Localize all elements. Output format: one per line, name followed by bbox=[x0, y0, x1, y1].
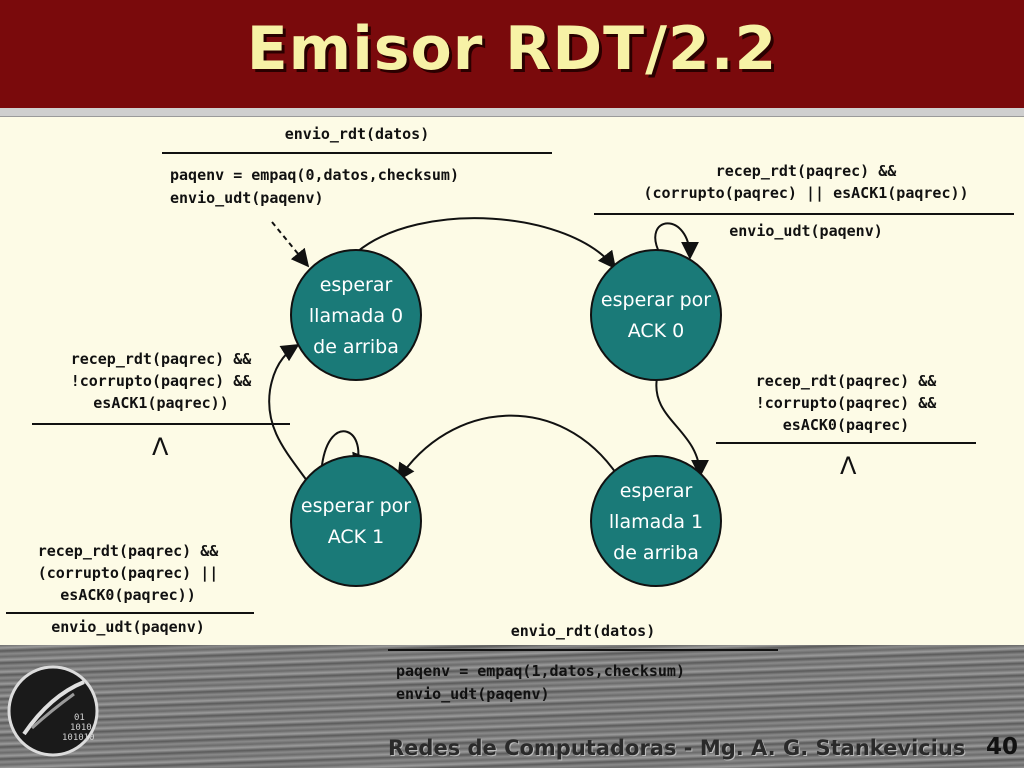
t-s2-self-action: envio_udt(paqenv) bbox=[51, 618, 205, 636]
state-s3-label: esperar llamada 1 de arriba bbox=[591, 476, 721, 569]
t-bottom-action: envio_udt(paqenv) bbox=[396, 685, 550, 703]
t-s2-self-divider bbox=[6, 612, 254, 614]
lambda-icon: Λ bbox=[152, 433, 169, 461]
t-s1-self-divider bbox=[594, 213, 1014, 215]
transition-s1-to-s3 bbox=[655, 377, 709, 478]
t-s1-self-event: recep_rdt(paqrec) && bbox=[715, 162, 897, 180]
t-s2-self-event: recep_rdt(paqrec) && bbox=[37, 542, 219, 560]
lambda-icon: Λ bbox=[840, 452, 857, 480]
state-s0-line: llamada 0 bbox=[308, 305, 404, 327]
t-s1-s3-event: !corrupto(paqrec) && bbox=[755, 394, 937, 412]
state-s2-label: esperar por ACK 1 bbox=[286, 491, 426, 553]
state-s3-line: llamada 1 bbox=[608, 511, 704, 533]
t-s1-self-event: (corrupto(paqrec) || esACK1(paqrec)) bbox=[643, 184, 969, 202]
svg-text:101010: 101010 bbox=[62, 733, 95, 743]
diagram-area bbox=[0, 117, 1024, 657]
t-s2-self-event: esACK0(paqrec)) bbox=[60, 586, 196, 604]
state-s1-label: esperar por ACK 0 bbox=[586, 285, 726, 347]
svg-text:01: 01 bbox=[74, 713, 85, 723]
state-s1 bbox=[590, 249, 722, 381]
university-logo-icon: 01 1010 101010 bbox=[7, 665, 99, 757]
slide-number: 40 bbox=[986, 734, 1019, 760]
t-top-action: envio_udt(paqenv) bbox=[170, 189, 324, 207]
t-top-divider bbox=[162, 152, 552, 154]
t-s2-s0-divider bbox=[32, 423, 290, 425]
t-s2-s0-event: esACK1(paqrec)) bbox=[93, 394, 229, 412]
state-s3-line: esperar bbox=[619, 480, 693, 502]
state-s0-line: esperar bbox=[319, 274, 393, 296]
t-top-action: paqenv = empaq(0,datos,checksum) bbox=[170, 166, 459, 184]
state-s0-label: esperar llamada 0 de arriba bbox=[291, 270, 421, 363]
slide-header bbox=[0, 0, 1024, 108]
transition-s0-to-s1 bbox=[356, 217, 617, 270]
t-s1-s3-event: esACK0(paqrec) bbox=[782, 416, 910, 434]
slide-footer bbox=[0, 645, 1024, 768]
transition-s1-self-loop bbox=[654, 222, 699, 260]
t-bottom-action: paqenv = empaq(1,datos,checksum) bbox=[396, 662, 685, 680]
state-s0 bbox=[290, 249, 422, 381]
state-s1-line: esperar por bbox=[600, 289, 712, 311]
header-divider bbox=[0, 108, 1024, 117]
svg-text:1010: 1010 bbox=[70, 723, 92, 733]
t-top-event: envio_rdt(datos) bbox=[284, 125, 430, 143]
state-s1-line: ACK 0 bbox=[627, 320, 685, 342]
state-s3-line: de arriba bbox=[613, 542, 699, 564]
t-s1-s3-divider bbox=[716, 442, 976, 444]
state-s2-line: ACK 1 bbox=[327, 526, 385, 548]
footer-credit: Redes de Computadoras - Mg. A. G. Stanke… bbox=[388, 736, 966, 760]
state-s3 bbox=[590, 455, 722, 587]
transition-s3-to-s2 bbox=[397, 414, 619, 482]
initial-arrow bbox=[271, 221, 310, 268]
t-s2-s0-event: recep_rdt(paqrec) && bbox=[70, 350, 252, 368]
state-s2-line: esperar por bbox=[300, 495, 412, 517]
t-s2-self-event: (corrupto(paqrec) || bbox=[37, 564, 219, 582]
slide-title: Emisor RDT/2.2 bbox=[246, 14, 778, 84]
t-bottom-event: envio_rdt(datos) bbox=[510, 622, 656, 640]
t-s1-self-action: envio_udt(paqenv) bbox=[729, 222, 883, 240]
state-s2 bbox=[290, 455, 422, 587]
t-s1-s3-event: recep_rdt(paqrec) && bbox=[755, 372, 937, 390]
t-bottom-divider bbox=[388, 649, 778, 651]
state-s0-line: de arriba bbox=[313, 336, 399, 358]
t-s2-s0-event: !corrupto(paqrec) && bbox=[70, 372, 252, 390]
